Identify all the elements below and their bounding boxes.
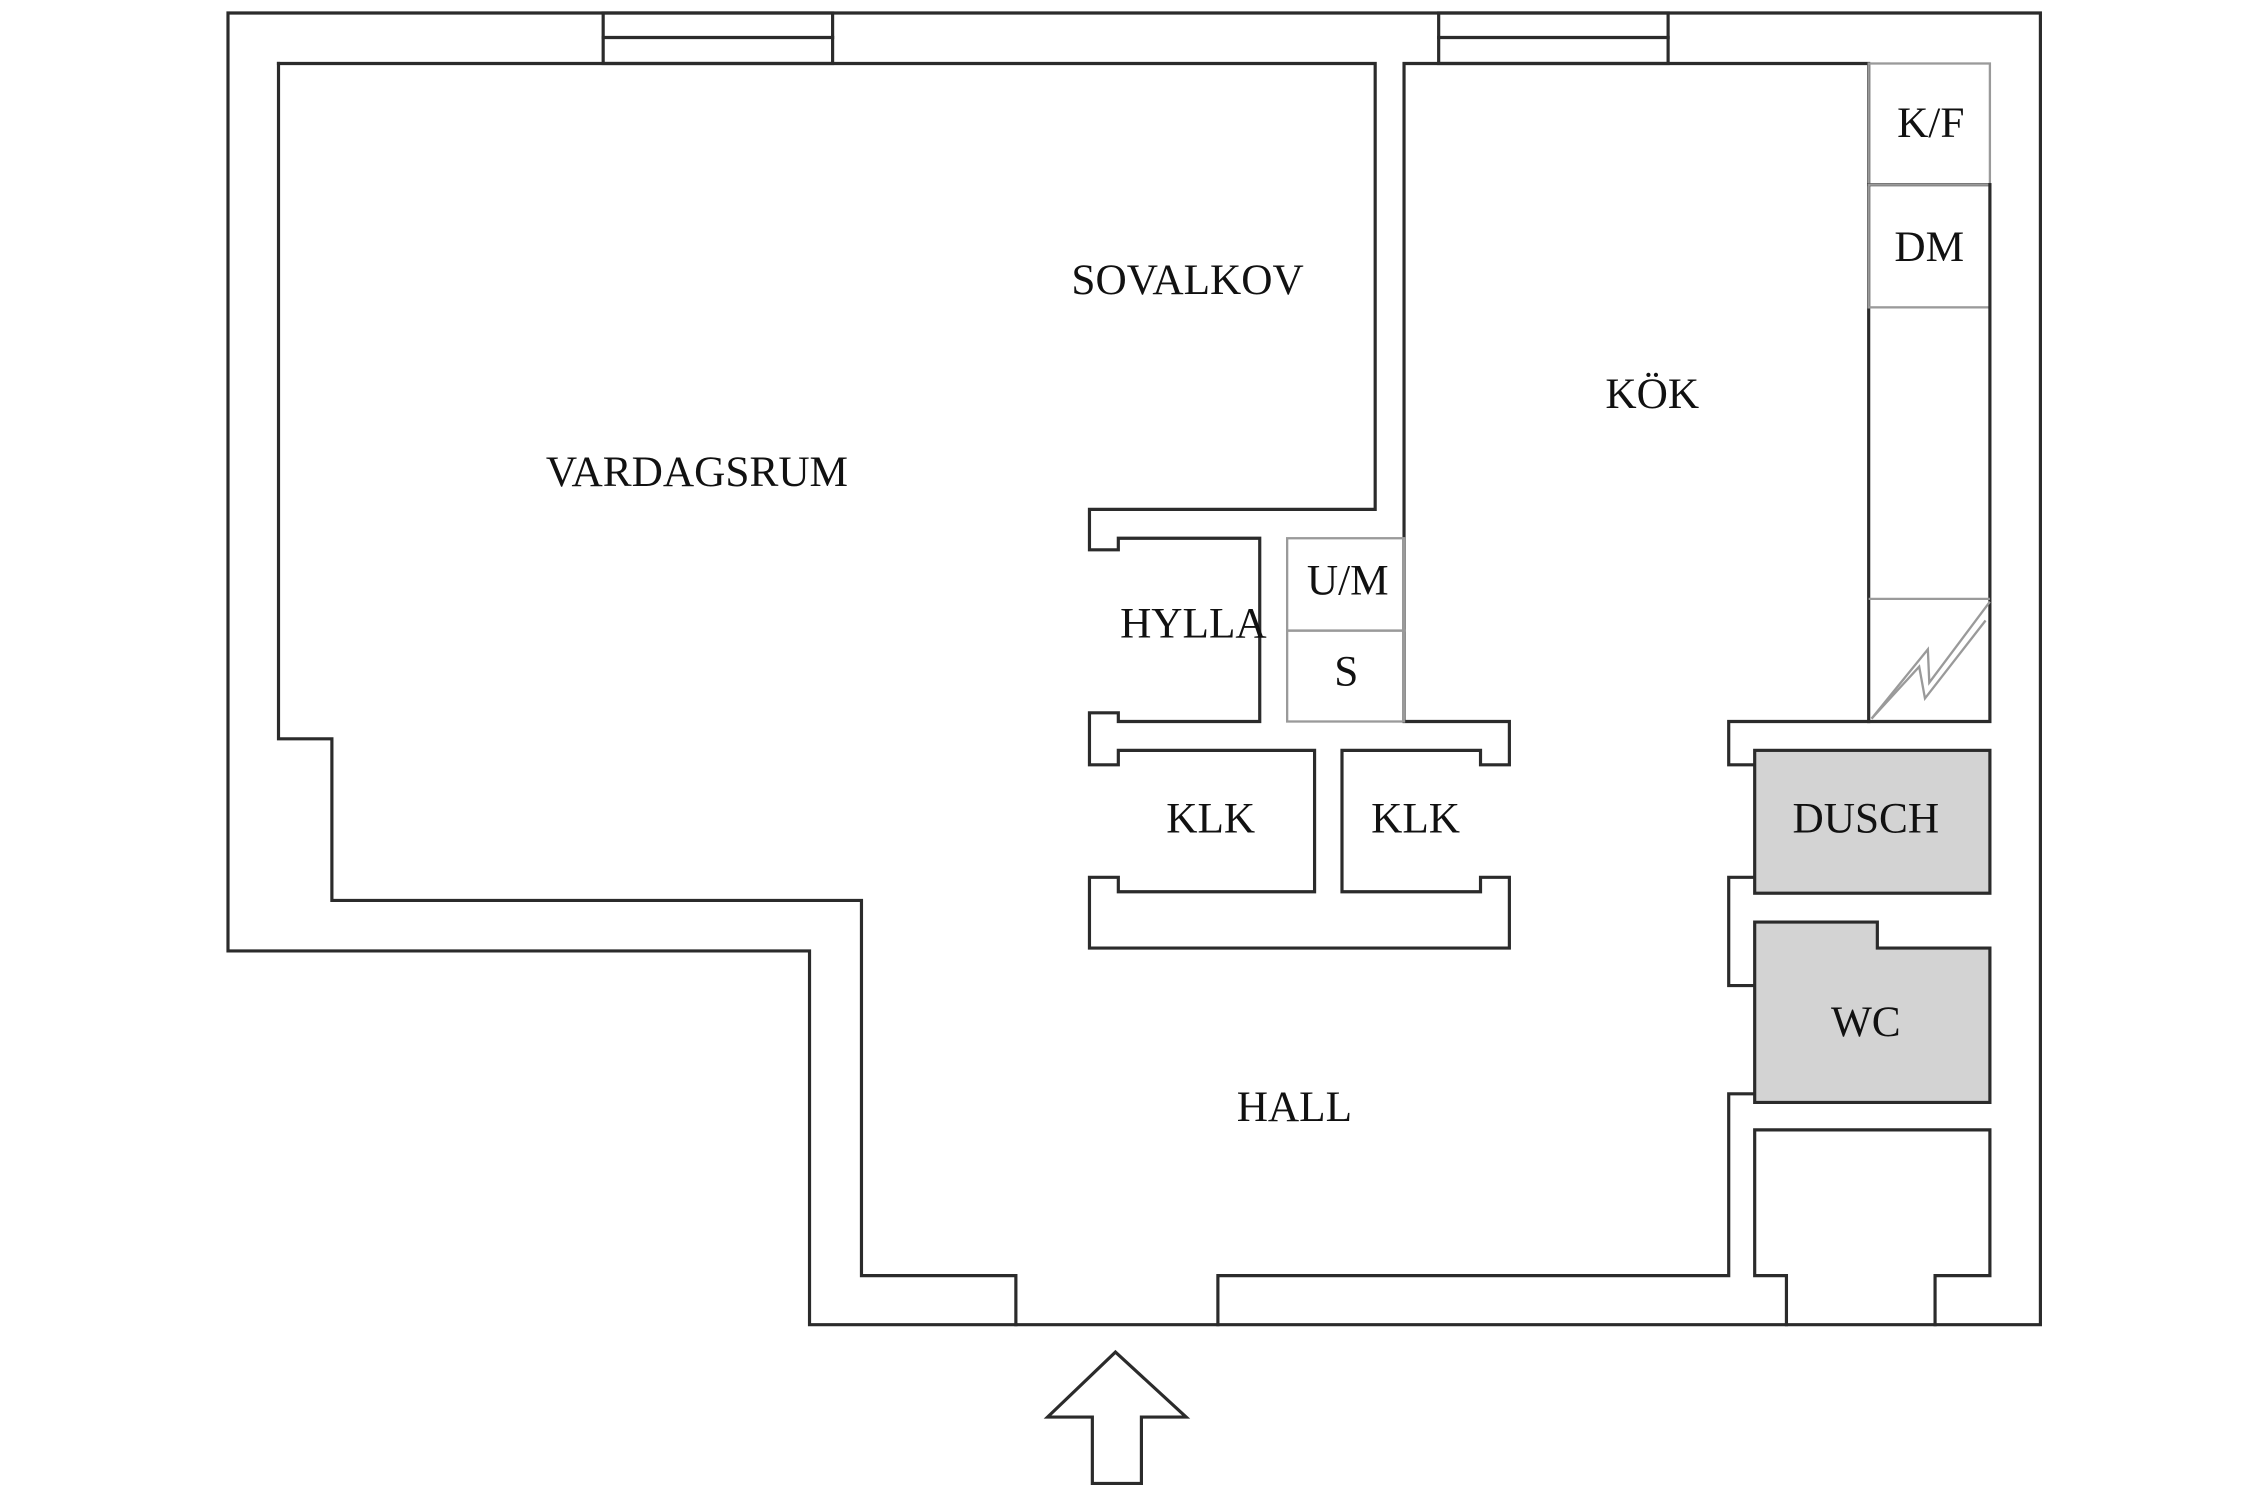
label-hall: HALL [1237,1083,1352,1131]
label-hylla: HYLLA [1120,600,1267,648]
label-klk-left: KLK [1166,794,1255,842]
label-kf: K/F [1897,99,1964,147]
inner-wall-south [1216,1092,1757,1327]
window-right [1437,11,1670,66]
label-klk-right: KLK [1371,794,1460,842]
label-um: U/M [1307,556,1389,604]
label-kok: KÖK [1605,370,1699,418]
label-dusch: DUSCH [1792,794,1939,842]
inner-wall-west [276,61,1018,1327]
inner-wall-dusch-wc [1727,875,1757,988]
inner-wall-closet [1753,1128,1992,1327]
label-sovalkov: SOVALKOV [1071,256,1303,304]
entrance-arrow-icon [1043,1349,1191,1485]
fixture-s [1286,629,1406,723]
kitchen-counter [1867,183,1992,724]
label-wc: WC [1831,998,1901,1046]
outer-wall [226,11,2042,1327]
inner-wall-living [276,61,1871,950]
room-wc [1753,920,1992,1105]
label-s: S [1334,647,1358,695]
label-dm: DM [1894,223,1964,271]
lightning-icon [1870,601,1991,720]
window-left [601,11,835,66]
label-vardagsrum: VARDAGSRUM [546,448,848,496]
room-dusch [1753,748,1992,895]
